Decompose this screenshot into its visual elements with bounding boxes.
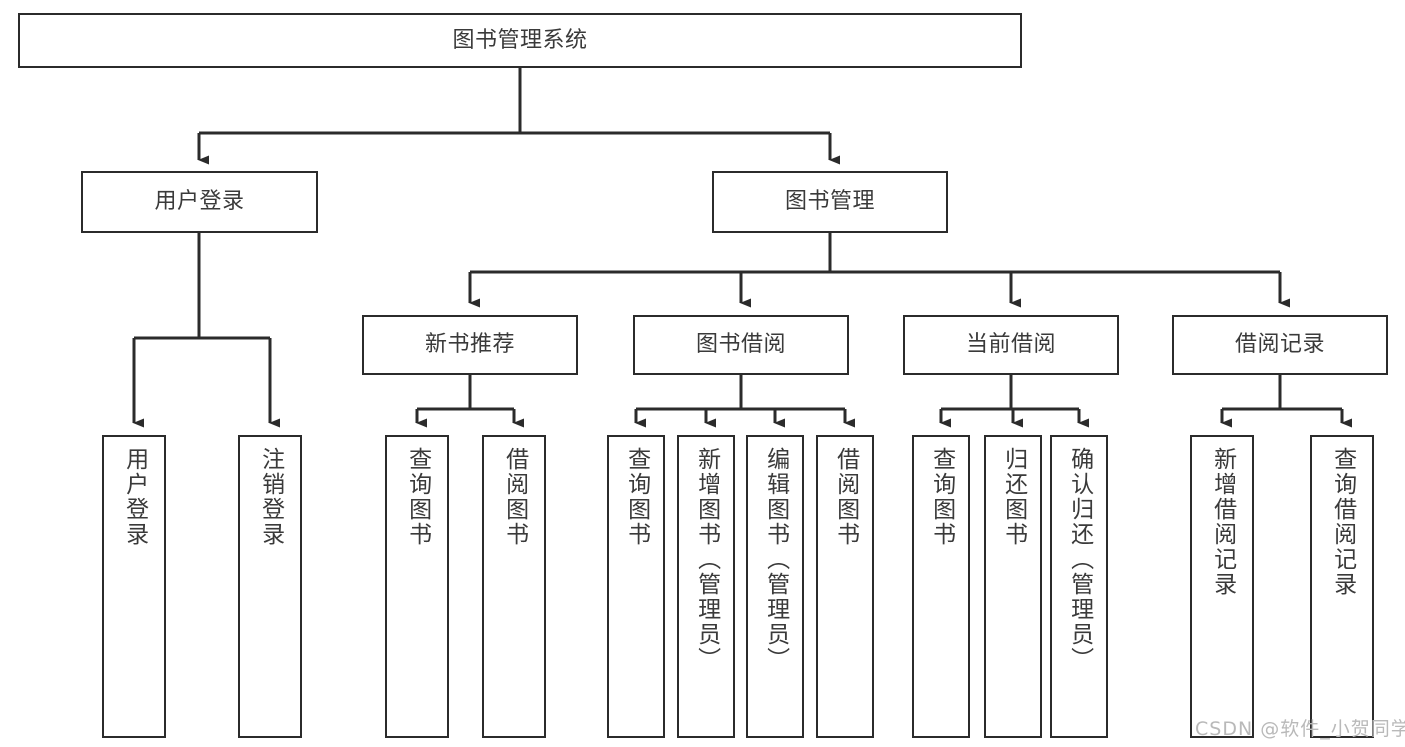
node-leaf-return-book-label: 归还图书 — [1000, 447, 1027, 547]
node-leaf-add-record[interactable]: 新增借阅记录 — [1190, 435, 1254, 738]
node-root-label: 图书管理系统 — [452, 27, 588, 53]
node-leaf-borrow-book-b-label: 借阅图书 — [832, 447, 859, 547]
node-leaf-query-book-a-label: 查询图书 — [404, 447, 431, 547]
node-current-borrow[interactable]: 当前借阅 — [903, 315, 1119, 375]
node-leaf-user-logout-label: 注销登录 — [257, 447, 284, 547]
node-leaf-confirm-return[interactable]: 确认归还（管理员） — [1050, 435, 1108, 738]
node-leaf-query-book-a[interactable]: 查询图书 — [385, 435, 449, 738]
node-leaf-query-record-label: 查询借阅记录 — [1329, 447, 1356, 597]
node-root[interactable]: 图书管理系统 — [18, 13, 1022, 68]
node-new-book-recommend-label: 新书推荐 — [424, 332, 515, 358]
node-leaf-user-login-label: 用户登录 — [121, 447, 148, 547]
node-book-borrow[interactable]: 图书借阅 — [633, 315, 849, 375]
node-leaf-edit-book[interactable]: 编辑图书（管理员） — [746, 435, 804, 738]
node-leaf-confirm-return-label: 确认归还（管理员） — [1066, 447, 1093, 672]
node-leaf-borrow-book-a-label: 借阅图书 — [501, 447, 528, 547]
csdn-watermark: CSDN @软件_小贺同学 — [1195, 718, 1405, 740]
node-leaf-query-book-c[interactable]: 查询图书 — [912, 435, 970, 738]
node-user-login[interactable]: 用户登录 — [81, 171, 318, 233]
node-leaf-query-record[interactable]: 查询借阅记录 — [1310, 435, 1374, 738]
node-leaf-query-book-c-label: 查询图书 — [928, 447, 955, 547]
node-book-manage[interactable]: 图书管理 — [712, 171, 948, 233]
node-leaf-user-login[interactable]: 用户登录 — [102, 435, 166, 738]
node-leaf-add-record-label: 新增借阅记录 — [1209, 447, 1236, 597]
node-leaf-user-logout[interactable]: 注销登录 — [238, 435, 302, 738]
node-current-borrow-label: 当前借阅 — [965, 332, 1056, 358]
node-leaf-add-book-label: 新增图书（管理员） — [693, 447, 720, 672]
node-leaf-borrow-book-b[interactable]: 借阅图书 — [816, 435, 874, 738]
node-leaf-query-book-b[interactable]: 查询图书 — [607, 435, 665, 738]
node-user-login-label: 用户登录 — [154, 189, 245, 215]
node-leaf-return-book[interactable]: 归还图书 — [984, 435, 1042, 738]
node-leaf-query-book-b-label: 查询图书 — [623, 447, 650, 547]
node-leaf-add-book[interactable]: 新增图书（管理员） — [677, 435, 735, 738]
node-borrow-record[interactable]: 借阅记录 — [1172, 315, 1388, 375]
node-leaf-borrow-book-a[interactable]: 借阅图书 — [482, 435, 546, 738]
node-book-manage-label: 图书管理 — [784, 189, 875, 215]
node-book-borrow-label: 图书借阅 — [695, 332, 786, 358]
node-leaf-edit-book-label: 编辑图书（管理员） — [762, 447, 789, 672]
node-new-book-recommend[interactable]: 新书推荐 — [362, 315, 578, 375]
node-borrow-record-label: 借阅记录 — [1234, 332, 1325, 358]
